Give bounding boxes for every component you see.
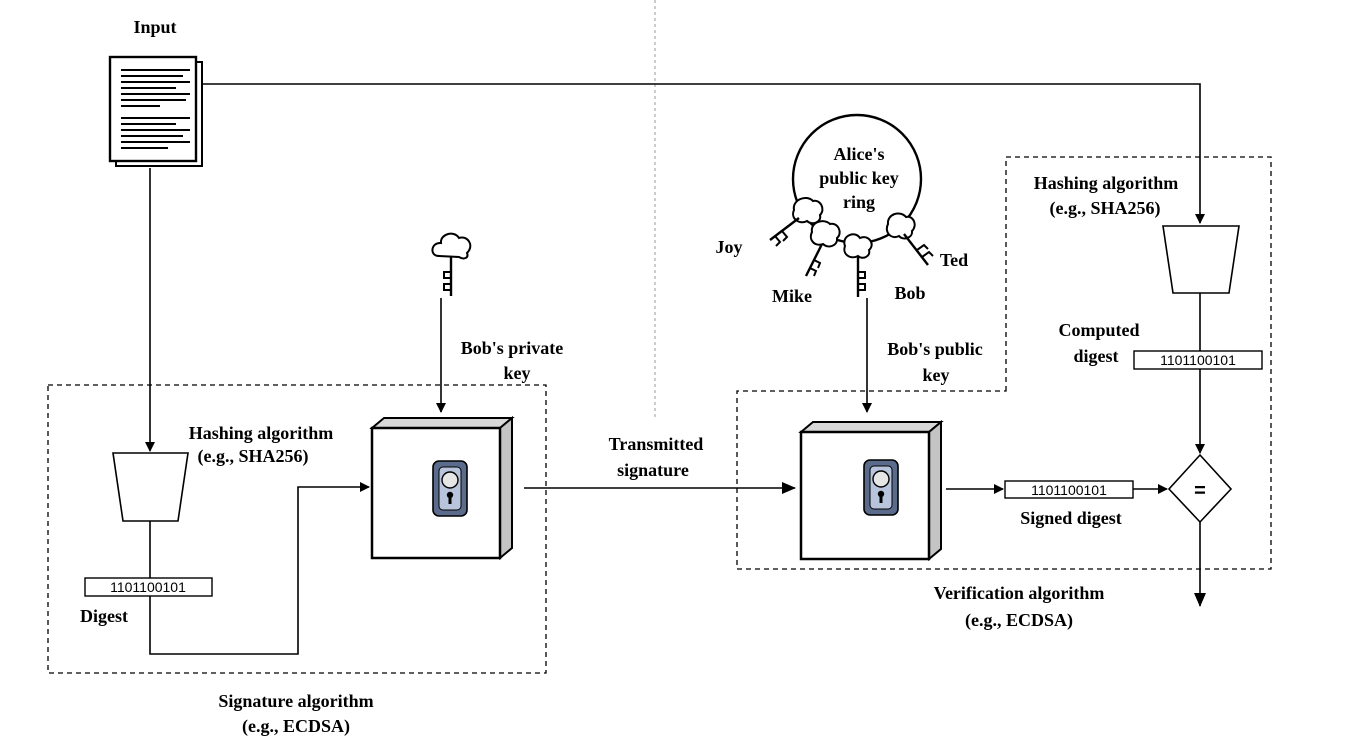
private-key-icon <box>431 232 472 296</box>
bob-key-icon <box>843 233 873 297</box>
verification-algorithm-example: (e.g., ECDSA) <box>965 610 1073 631</box>
key-ring-label-line3: ring <box>843 192 875 212</box>
key-owner-mike: Mike <box>772 286 812 306</box>
public-key-label-line2: key <box>923 365 950 385</box>
verification-vault-icon <box>798 419 944 562</box>
digest-label: Digest <box>80 606 128 626</box>
key-owner-joy: Joy <box>716 237 743 257</box>
signature-algorithm-title: Signature algorithm <box>218 691 373 711</box>
computed-digest-label-line2: digest <box>1074 346 1119 366</box>
signed-digest-bits: 1101100101 <box>1031 482 1107 498</box>
verify-lock-icon <box>863 459 899 516</box>
private-key-label-line1: Bob's private <box>461 338 564 358</box>
mike-key-icon <box>804 220 841 277</box>
signed-digest-label: Signed digest <box>1020 508 1122 528</box>
computed-digest-bits: 1101100101 <box>1160 352 1236 368</box>
sign-hash-title: Hashing algorithm <box>189 423 334 443</box>
input-to-verify-hash-arrow <box>202 83 1205 224</box>
key-ring-label-line2: public key <box>819 168 899 188</box>
transmitted-label-line2: signature <box>617 460 689 480</box>
sign-lock-icon <box>432 460 468 517</box>
key-owner-ted: Ted <box>940 250 968 270</box>
signature-algorithm-box <box>47 384 547 674</box>
verify-hash-example: (e.g., SHA256) <box>1050 198 1161 219</box>
computed-digest-bits-box <box>1133 350 1263 370</box>
sign-hash-example: (e.g., SHA256) <box>198 446 309 467</box>
verify-hash-trapezoid <box>1162 225 1240 294</box>
computed-digest-label-line1: Computed <box>1058 320 1139 340</box>
joy-key-icon <box>769 197 824 247</box>
private-key-label-line2: key <box>504 363 531 383</box>
sign-hash-trapezoid <box>112 452 189 522</box>
signing-vault-icon <box>369 415 515 561</box>
public-key-label-line1: Bob's public <box>887 339 983 359</box>
transmitted-label-line1: Transmitted <box>609 434 704 454</box>
digest-to-signer-arrow <box>149 482 370 655</box>
input-label: Input <box>133 17 176 37</box>
key-owner-bob: Bob <box>894 283 925 303</box>
digest-bits: 1101100101 <box>110 579 186 595</box>
digest-bits-box <box>84 577 213 597</box>
signature-algorithm-example: (e.g., ECDSA) <box>242 716 350 737</box>
verify-hash-title: Hashing algorithm <box>1034 173 1179 193</box>
verification-algorithm-title: Verification algorithm <box>934 583 1105 603</box>
key-ring-label-line1: Alice's <box>834 144 885 164</box>
compare-symbol: = <box>1194 480 1206 502</box>
document-icon <box>108 55 203 167</box>
ted-key-icon <box>885 212 934 266</box>
verification-algorithm-box <box>736 156 1272 570</box>
